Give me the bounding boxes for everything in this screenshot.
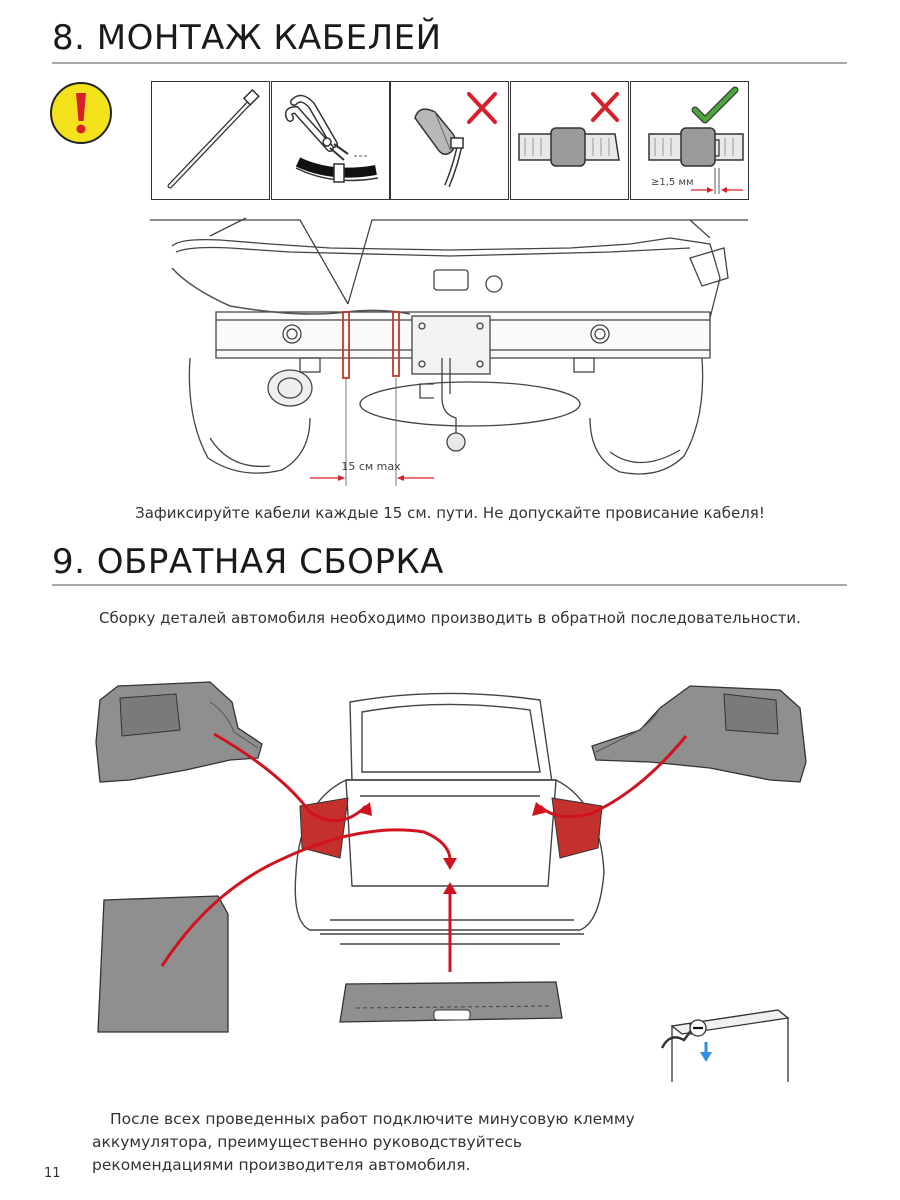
cross-icon (591, 92, 619, 122)
panel-wrong-uncut-tie (390, 81, 509, 200)
section-8-caption: Зафиксируйте кабели каждые 15 см. пути. … (135, 504, 765, 522)
section-9-title: 9. ОБРАТНАЯ СБОРКА (52, 542, 444, 582)
section-9-divider (52, 584, 847, 586)
assembly-arrows (160, 732, 688, 972)
battery-illustration (660, 1009, 790, 1082)
panel-cable-tie (151, 81, 270, 200)
panel-wrong-flush-cut (510, 81, 629, 200)
cable-tie-instructions: ≥1,5 мм (151, 81, 749, 201)
section-8-title: 8. МОНТАЖ КАБЕЛЕЙ (52, 18, 442, 58)
reassembly-illustration (95, 681, 807, 1082)
section-9-caption: Сборку деталей автомобиля необходимо про… (99, 609, 801, 627)
cable-tie-icon (167, 88, 260, 189)
cross-icon (467, 92, 497, 124)
left-trim-panel (95, 681, 263, 783)
panel-trim-cable-tie (271, 81, 390, 200)
section-8-divider (52, 62, 847, 64)
page-number: 11 (44, 1166, 61, 1181)
warning-icon (50, 82, 112, 144)
panel-correct-cut: ≥1,5 мм (630, 81, 749, 200)
battery-reconnect-note: После всех проведенных работ подключите … (92, 1110, 635, 1174)
rear-car-underside-illustration: 15 см max (150, 217, 748, 486)
min-length-label: ≥1,5 мм (651, 177, 694, 188)
rear-sill-cover (339, 981, 563, 1023)
spacing-label: 15 см max (341, 460, 401, 473)
right-trim-panel (591, 685, 807, 783)
cutter-icon (284, 94, 379, 183)
check-icon (691, 86, 739, 124)
